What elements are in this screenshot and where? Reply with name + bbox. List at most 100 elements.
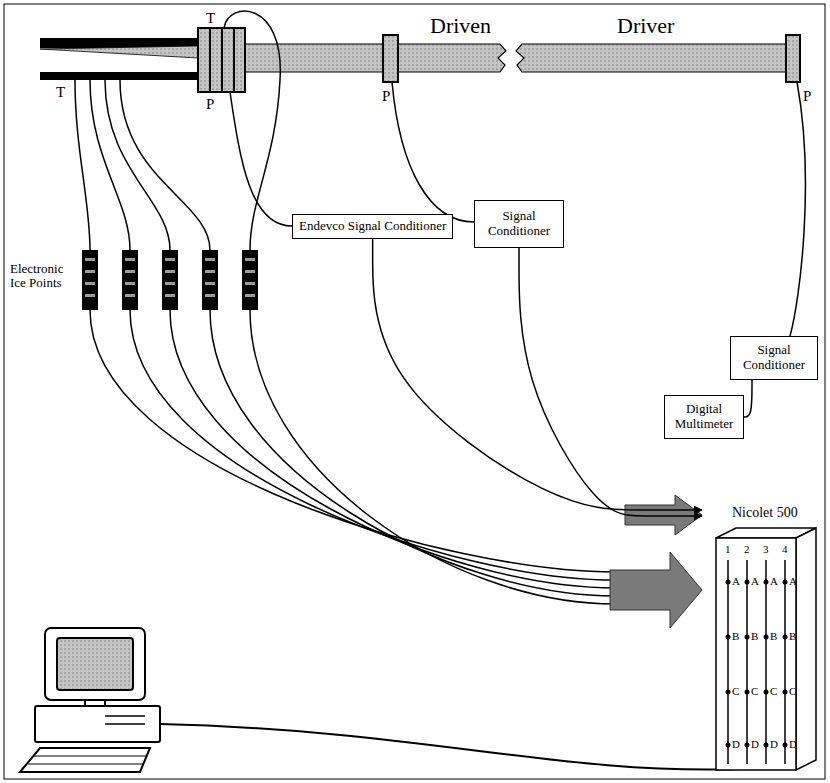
computer (20, 748, 150, 772)
channel-number: 3 (763, 543, 769, 555)
ice-point-detail (85, 258, 95, 261)
computer (35, 706, 160, 742)
input-letter: D (751, 738, 759, 750)
channel-input (726, 690, 731, 695)
channel-line (784, 560, 786, 764)
input-letter: B (732, 630, 739, 642)
channel-input (783, 635, 788, 640)
ice-point-detail (245, 270, 255, 273)
flange-ring (786, 35, 800, 82)
flange-ring (383, 35, 800, 82)
data-bus-arrow (625, 495, 702, 535)
input-letter: D (770, 738, 778, 750)
channel-input (726, 635, 731, 640)
channel-input (764, 635, 769, 640)
signal-conditioner-box: Signal Conditioner (474, 200, 564, 248)
pressure-wire (790, 82, 805, 336)
input-letter: B (789, 630, 796, 642)
input-letter: D (789, 738, 797, 750)
data-bus-arrow (610, 552, 702, 628)
signal-cable (519, 248, 702, 516)
section-name: Driver (617, 14, 674, 38)
channel-input (783, 580, 788, 585)
pressure-mark: P (382, 88, 390, 105)
computer (20, 628, 160, 772)
frame (4, 4, 825, 779)
test-section-rings (233, 28, 235, 92)
thermocouple-wire (75, 80, 90, 250)
ice-point-output-wire (170, 310, 615, 588)
signal-cable (744, 380, 752, 417)
input-letter: D (732, 738, 740, 750)
channel-input (783, 690, 788, 695)
channel-number: 1 (725, 543, 731, 555)
signal-conditioner-box: Endevco Signal Conditioner (292, 214, 453, 239)
channel-input (745, 635, 750, 640)
signal-conditioner-box: Signal Conditioner (730, 336, 818, 380)
input-letter: C (732, 685, 739, 697)
computer (105, 715, 145, 717)
ice-point-detail (205, 294, 215, 297)
thermocouple-mark: T (56, 84, 65, 101)
channel-line (727, 560, 729, 764)
channel-input (745, 743, 750, 748)
ice-point-detail (245, 294, 255, 297)
test-section-rings (198, 28, 245, 92)
box-label: Signal Conditioner (735, 343, 813, 373)
channel-input (764, 580, 769, 585)
pressure-wire (230, 82, 805, 336)
ice-point-detail (85, 270, 95, 273)
channel-input (783, 743, 788, 748)
computer (28, 764, 143, 765)
input-letter: C (770, 685, 777, 697)
input-letter: C (789, 685, 796, 697)
nozzle (40, 72, 198, 80)
signal-cable (373, 239, 702, 510)
input-letter: A (751, 575, 759, 587)
oscilloscope-cabinet: Nicolet 500 (702, 502, 820, 772)
ice-point-detail (165, 282, 175, 285)
flange-ring (383, 35, 398, 82)
ice-point-detail (85, 282, 95, 285)
pressure-wire (392, 82, 474, 222)
ice-point-output-wire (130, 310, 615, 580)
input-letter: A (789, 575, 797, 587)
input-letter: A (732, 575, 740, 587)
input-letter: A (770, 575, 778, 587)
ice-point-unit (242, 250, 258, 310)
thermocouple-wire (120, 80, 210, 250)
ice-point-unit (202, 250, 218, 310)
ice-point-unit (82, 250, 258, 310)
box-label: Endevco Signal Conditioner (299, 219, 446, 234)
computer (57, 638, 133, 690)
cabinet-front (716, 538, 796, 770)
thermocouple-wire (75, 11, 280, 250)
ice-point-detail (165, 258, 175, 261)
channel-input (726, 743, 731, 748)
ice-point-output-wire (250, 310, 615, 604)
shock-tube (516, 44, 786, 72)
ice-point-label: Electronic Ice Points (10, 262, 76, 291)
shock-tube (245, 44, 506, 72)
ice-point-detail (125, 270, 135, 273)
ice-point-detail (85, 294, 95, 297)
channel-number: 2 (744, 543, 750, 555)
channel-input (745, 580, 750, 585)
ice-point-detail (125, 282, 135, 285)
nozzle (40, 38, 198, 80)
channel-number: 4 (782, 543, 788, 555)
ice-point-output-wire (90, 310, 615, 572)
ice-point-unit (162, 250, 178, 310)
thermocouple-wire (90, 80, 130, 250)
nozzle (40, 46, 198, 58)
channel-input (726, 580, 731, 585)
ice-point-detail (125, 294, 135, 297)
pressure-mark: P (206, 96, 214, 113)
ice-point-detail (245, 258, 255, 261)
computer (34, 756, 146, 757)
ice-point-detail (205, 270, 215, 273)
channel-input (745, 690, 750, 695)
cabinet-side (796, 528, 816, 770)
input-letter: B (770, 630, 777, 642)
